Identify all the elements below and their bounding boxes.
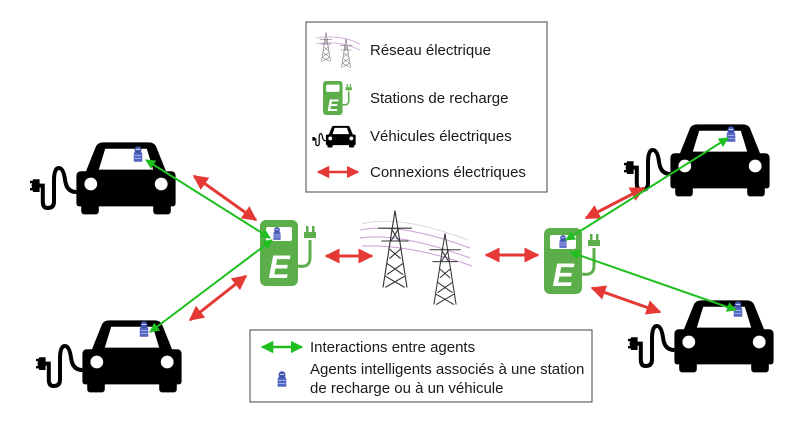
power-grid xyxy=(359,210,473,306)
agent-icon xyxy=(726,125,736,143)
station-left xyxy=(258,218,318,288)
legend-bottom: Interactions entre agents Agents intelli… xyxy=(249,329,593,403)
green-arrow xyxy=(145,159,271,239)
car-bottom-right xyxy=(623,300,773,372)
legend-top: Réseau électrique Stations de recharge V… xyxy=(305,21,548,193)
legend-connection-label: Connexions électriques xyxy=(370,164,526,181)
legend-agent-label-line1: Agents intelligents associés à une stati… xyxy=(310,361,584,378)
legend-station-label: Stations de recharge xyxy=(370,90,508,107)
legend-interaction-label: Interactions entre agents xyxy=(310,339,475,356)
car-top-right xyxy=(619,124,769,196)
agent-icon xyxy=(133,145,143,163)
agent-icon xyxy=(139,320,149,338)
agent-icon xyxy=(273,226,281,241)
agent-icon xyxy=(559,234,567,249)
red-arrow xyxy=(584,186,646,220)
power-grid-icon xyxy=(315,32,361,68)
car-top-left xyxy=(25,142,175,214)
agent-interactions xyxy=(145,137,737,333)
agent-icon xyxy=(277,370,287,388)
legend-grid-label: Réseau électrique xyxy=(370,42,491,59)
car-bottom-left xyxy=(31,320,181,392)
green-arrow xyxy=(149,239,273,333)
legend-agent-label-line2: de recharge ou à un véhicule xyxy=(310,380,503,397)
red-arrow xyxy=(192,174,258,222)
red-arrow xyxy=(188,274,248,322)
station-right xyxy=(542,226,602,296)
red-arrow xyxy=(590,285,662,315)
green-arrow xyxy=(569,250,737,312)
legend-car-label: Véhicules électriques xyxy=(370,128,512,145)
green-arrow xyxy=(565,137,729,241)
